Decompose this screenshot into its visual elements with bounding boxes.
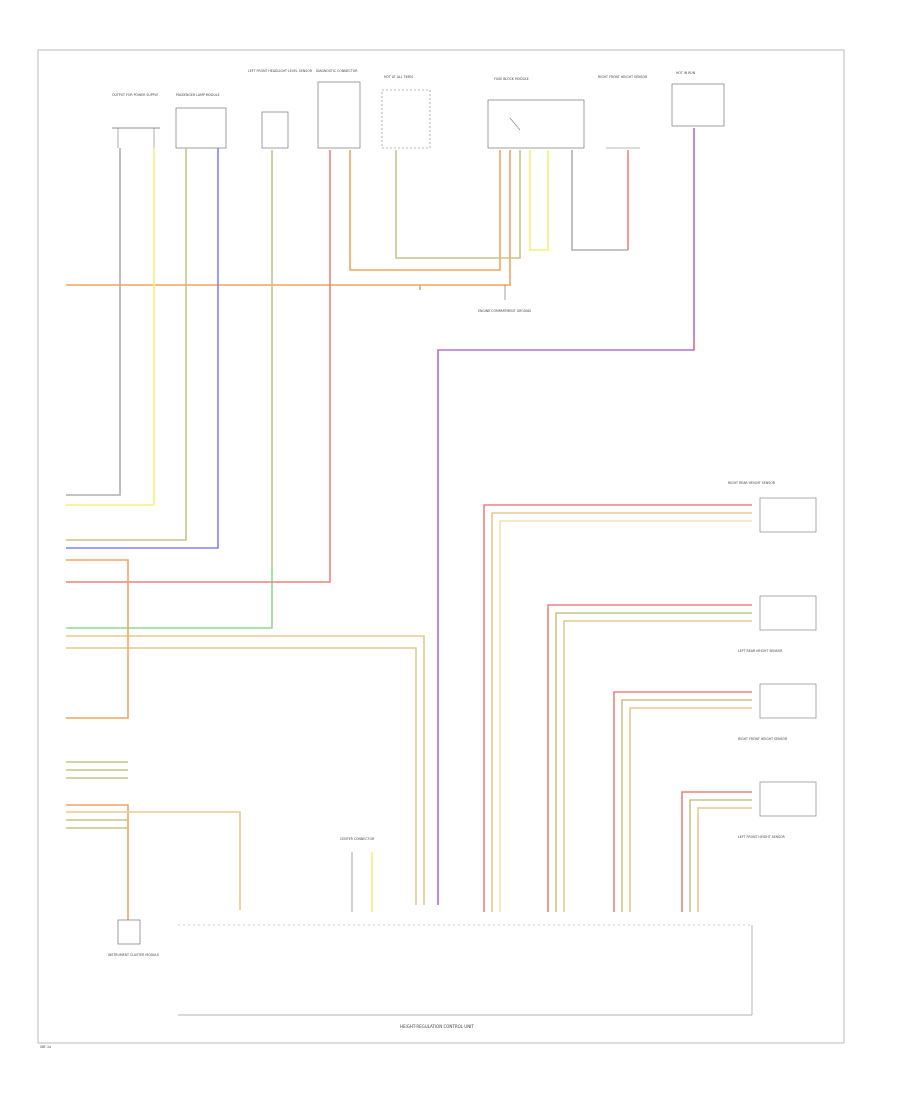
main-module-label: HEIGHT-REGULATION CONTROL UNIT	[400, 1024, 474, 1029]
top-comp-4-label: DIAGNOSTIC CONNECTOR	[316, 69, 358, 73]
top-comp-2-label: PASSENGER LAMP MODULE	[176, 93, 220, 97]
top-comp-7-label: RIGHT FRONT HEIGHT SENSOR	[598, 75, 648, 79]
top-components: OUTPUT FOR POWER SUPPLY PASSENGER LAMP M…	[112, 69, 725, 149]
sensor-4-label: LEFT FRONT HEIGHT SENSOR	[738, 835, 786, 839]
sensor-2-label: LEFT REAR HEIGHT SENSOR	[738, 649, 783, 653]
ground-label: ENGINE COMPARTMENT GROUND	[478, 309, 532, 313]
top-comp-6-label: FUSE BLOCK MODULE	[494, 77, 529, 81]
center-connector-label: CENTER CONNECTOR	[340, 837, 375, 841]
top-comp-8-label: HOT IN RUN	[676, 71, 696, 75]
wires	[66, 128, 752, 920]
right-sensors: RIGHT REAR HEIGHT SENSOR LEFT REAR HEIGH…	[728, 481, 817, 839]
diagram-border	[37, 49, 845, 1044]
top-comp-1-label: OUTPUT FOR POWER SUPPLY	[112, 93, 158, 97]
top-comp-5-label: HOT AT ALL TIMES	[384, 75, 413, 79]
bottom-left-component-label: INSTRUMENT CLUSTER MODULE	[108, 953, 159, 957]
main-module: HEIGHT-REGULATION CONTROL UNIT	[178, 924, 753, 1029]
page-code: S8F-1a	[40, 1045, 51, 1049]
sensor-3-label: RIGHT FRONT HEIGHT SENSOR	[738, 737, 788, 741]
top-comp-3-label: LEFT FRONT HEADLIGHT LEVEL SENSOR	[248, 69, 313, 73]
bottom-left-component-box	[117, 919, 141, 945]
sensor-1-label: RIGHT REAR HEIGHT SENSOR	[728, 481, 776, 485]
